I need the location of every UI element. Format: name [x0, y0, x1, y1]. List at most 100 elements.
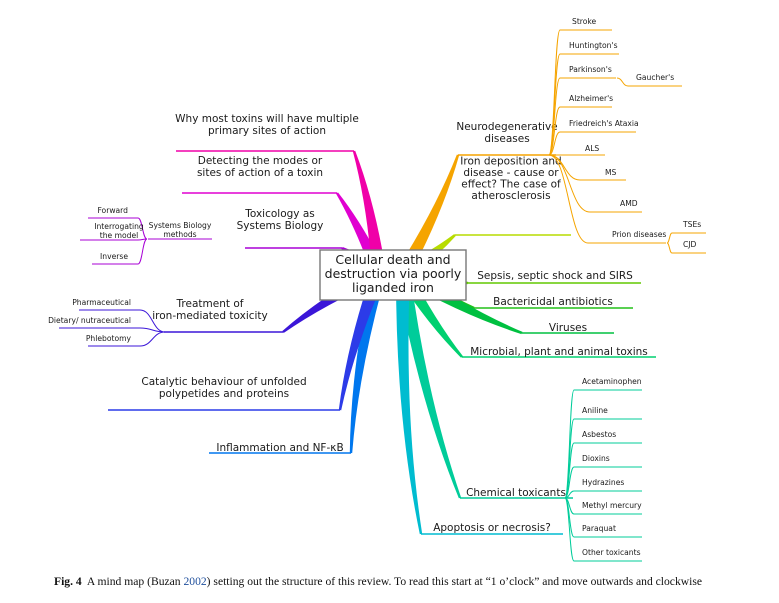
branch-viruses-label-line: Viruses — [549, 322, 587, 334]
sub-hydrazines-label: Hydrazines — [582, 478, 624, 487]
branch-catalytic-label-line: Catalytic behaviour of unfolded — [141, 376, 306, 388]
branch-iron-label-line: effect? The case of — [461, 179, 561, 191]
branch-why-label-line: Why most toxins will have multiple — [175, 113, 359, 125]
sub-friedreich-s-ataxia-label: Friedreich's Ataxia — [569, 119, 639, 128]
branch-bactericidal-label-line: Bactericidal antibiotics — [493, 296, 613, 308]
sub-phlebotomy-connector — [139, 331, 166, 347]
central-node-label-line: destruction via poorly — [325, 266, 462, 281]
branch-microbial-label: Microbial, plant and animal toxins — [470, 346, 648, 358]
sub-hydrazines-connector — [564, 490, 575, 499]
sub-stroke-connector — [548, 29, 561, 156]
sub-tses-label: TSEs — [682, 220, 701, 229]
branch-catalytic-label-line: polypetides and proteins — [159, 388, 289, 400]
branch-detecting-label-line: sites of action of a toxin — [197, 167, 323, 179]
branch-neuro-label-line: Neurodegenerative — [456, 121, 557, 133]
sub-dietary-nutraceutical-connector — [139, 327, 166, 333]
sub-inverse-label: Inverse — [100, 252, 128, 261]
branch-viruses-label: Viruses — [549, 322, 587, 334]
branch-treatment-label-line: Treatment of — [176, 298, 244, 310]
sub-friedreich-s-ataxia-connector — [548, 131, 561, 156]
sub-pharmaceutical-label: Pharmaceutical — [72, 298, 131, 307]
branch-sepsis-label: Sepsis, septic shock and SIRS — [477, 270, 633, 282]
branch-treatment-label-line: iron-mediated toxicity — [152, 310, 268, 322]
sub-phlebotomy-label: Phlebotomy — [86, 334, 132, 343]
branch-why-ribbon — [352, 150, 386, 275]
branch-inflammation-label-line: Inflammation and NF-κB — [216, 442, 343, 454]
branch-chemical-ribbon — [396, 271, 462, 499]
sub-stroke-label: Stroke — [572, 17, 597, 26]
sub-huntington-s-connector — [548, 53, 561, 156]
sub-asbestos-label: Asbestos — [582, 430, 616, 439]
sub-als-label: ALS — [585, 144, 599, 153]
branch-detecting-label-line: Detecting the modes or — [198, 155, 323, 167]
sub-pharmaceutical-connector — [139, 309, 166, 333]
branch-neuro-ribbon — [396, 154, 460, 276]
branch-apoptosis-label-line: Apoptosis or necrosis? — [433, 522, 551, 534]
branch-neuro-label-line: diseases — [484, 133, 529, 145]
sub-parkinson-s-label: Parkinson's — [569, 65, 612, 74]
sub-systems-biology-methods-label-line: Systems Biology — [149, 221, 212, 230]
central-node-label-line: liganded iron — [352, 280, 434, 295]
sub-dioxins-connector — [564, 466, 575, 499]
sub-paraquat-label: Paraquat — [582, 524, 616, 533]
sub-huntington-s-label: Huntington's — [569, 41, 618, 50]
sub-acetaminophen-label: Acetaminophen — [582, 377, 642, 386]
sub-forward-label: Forward — [97, 206, 128, 215]
sub-prion-diseases-label: Prion diseases — [612, 230, 666, 239]
sub-other-toxicants-label: Other toxicants — [582, 548, 641, 557]
sub-inverse-connector — [137, 238, 148, 265]
branch-apoptosis-label: Apoptosis or necrosis? — [433, 522, 551, 534]
caption-text-start: A mind map (Buzan — [86, 575, 184, 588]
sub-methyl-mercury-label: Methyl mercury — [582, 501, 642, 510]
sub-cjd-connector — [666, 242, 673, 254]
branch-toxicology-label-line: Toxicology as — [244, 208, 315, 220]
sub-systems-biology-methods-label-line: methods — [163, 230, 196, 239]
branch-iron-label-line: disease - cause or — [463, 167, 559, 179]
sub-dioxins-label: Dioxins — [582, 454, 610, 463]
sub-gaucher-s-label: Gaucher's — [636, 73, 674, 82]
citation-year: 2002 — [183, 575, 207, 588]
branch-inflammation-label: Inflammation and NF-κB — [216, 442, 343, 454]
sub-gaucher-s-connector — [616, 77, 629, 87]
branch-chemical-label-line: Chemical toxicants — [466, 487, 566, 499]
sub-interrogating-the-model-label-line: Interrogating — [94, 222, 144, 231]
figure-number: Fig. 4 — [54, 575, 82, 588]
sub-aniline-label: Aniline — [582, 406, 608, 415]
figure-caption: Fig. 4 A mind map (Buzan 2002) setting o… — [54, 575, 774, 588]
sub-ms-label: MS — [605, 168, 617, 177]
branch-bactericidal-label: Bactericidal antibiotics — [493, 296, 613, 308]
central-node-label-line: Cellular death and — [335, 252, 450, 267]
branch-sepsis-label-line: Sepsis, septic shock and SIRS — [477, 270, 633, 282]
sub-tses-connector — [666, 232, 673, 244]
sub-forward-connector — [137, 217, 148, 240]
branch-toxicology-label-line: Systems Biology — [237, 220, 324, 232]
sub-alzheimer-s-connector — [548, 106, 561, 156]
sub-dietary-nutraceutical-label: Dietary/ nutraceutical — [48, 316, 131, 325]
sub-prion-diseases-connector — [548, 154, 589, 244]
branch-microbial-label-line: Microbial, plant and animal toxins — [470, 346, 648, 358]
branch-apoptosis-ribbon — [396, 272, 423, 535]
sub-alzheimer-s-label: Alzheimer's — [569, 94, 613, 103]
sub-cjd-label: CJD — [683, 240, 697, 249]
branch-why-label-line: primary sites of action — [208, 125, 326, 137]
sub-interrogating-the-model-label-line: the model — [100, 231, 139, 240]
sub-amd-label: AMD — [620, 199, 638, 208]
sub-other-toxicants-connector — [564, 497, 575, 562]
branch-iron-label-line: Iron deposition and — [460, 156, 561, 168]
branch-chemical-label: Chemical toxicants — [466, 487, 566, 499]
sub-amd-connector — [548, 154, 591, 213]
caption-text-end: ) setting out the structure of this revi… — [206, 575, 702, 588]
branch-iron-label-line: atherosclerosis — [471, 190, 550, 202]
sub-aniline-connector — [564, 418, 575, 499]
